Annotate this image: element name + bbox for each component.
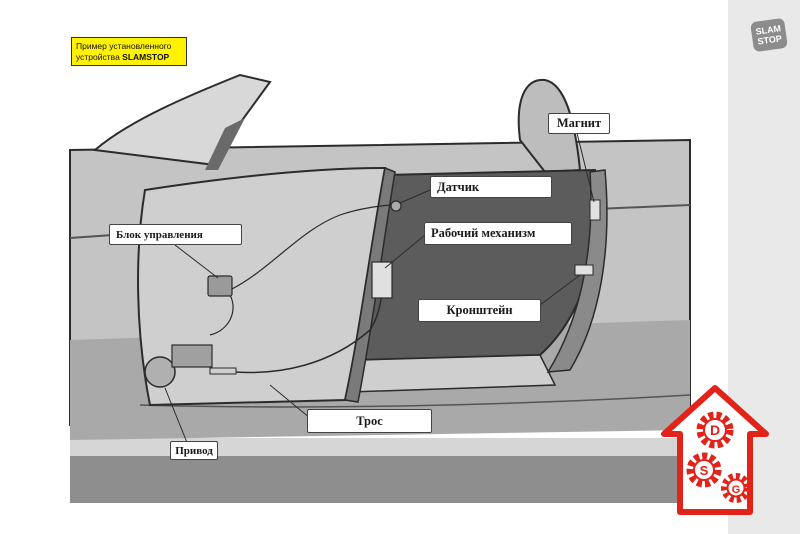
door-edge xyxy=(344,166,396,403)
note-prefix: устройства xyxy=(76,52,123,62)
house-outline xyxy=(661,385,769,515)
label-bracket: Кронштейн xyxy=(418,299,541,322)
note-brand: SLAMSTOP xyxy=(122,52,170,62)
road-shadow xyxy=(70,438,690,456)
info-note: Пример установленного устройства SLAMSTO… xyxy=(71,37,187,66)
label-control-unit: Блок управления xyxy=(109,224,242,245)
control-unit-box xyxy=(207,275,233,297)
mechanism-block xyxy=(371,261,393,299)
drive-rod xyxy=(209,367,237,375)
label-cable: Трос xyxy=(307,409,432,433)
gear-g xyxy=(721,473,751,503)
drive-wire xyxy=(209,294,234,336)
door-sill-inner xyxy=(348,354,557,393)
windshield-frame xyxy=(205,118,245,170)
gear-d xyxy=(696,411,734,449)
bracket-part xyxy=(574,264,594,276)
dsg-watermark: D S G xyxy=(661,385,769,515)
watermark-letter-d: D xyxy=(710,422,720,438)
label-magnet: Магнит xyxy=(548,113,610,134)
magnet-part xyxy=(589,199,601,221)
drive-motor xyxy=(144,356,176,388)
door-opening xyxy=(358,168,598,362)
gear-s xyxy=(686,452,722,488)
sensor-dot xyxy=(390,200,402,212)
note-line-1: Пример установленного xyxy=(76,41,172,51)
label-drive: Привод xyxy=(170,441,218,460)
slamstop-logo: SLAM STOP xyxy=(750,17,788,53)
label-sensor: Датчик xyxy=(430,176,552,198)
sensor-wire xyxy=(229,204,396,291)
drive-gearbox xyxy=(171,344,213,368)
watermark-letter-s: S xyxy=(700,463,709,478)
road-surface xyxy=(70,455,690,503)
leader-lines xyxy=(164,132,595,451)
watermark-letter-g: G xyxy=(732,484,741,496)
lower-line xyxy=(139,394,691,408)
label-mechanism: Рабочий механизм xyxy=(424,222,572,245)
note-line-2: устройства SLAMSTOP xyxy=(76,52,182,63)
